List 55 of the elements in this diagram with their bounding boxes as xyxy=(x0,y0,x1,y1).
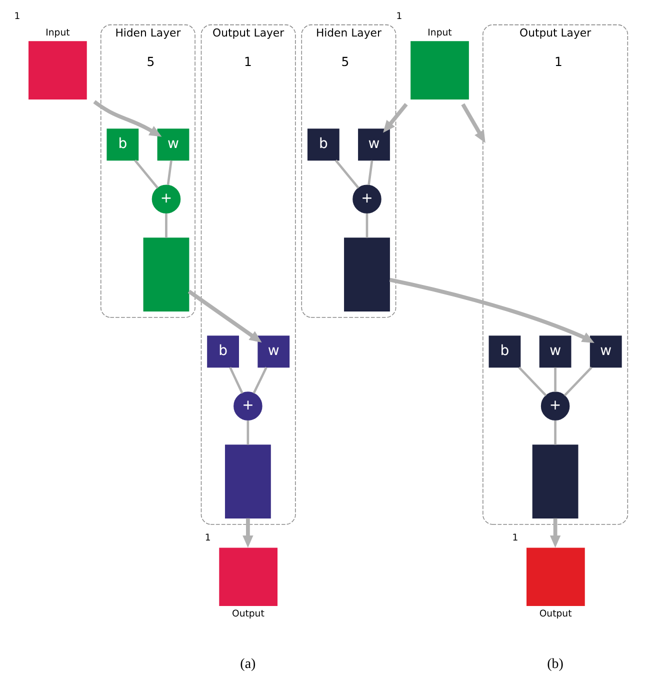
arrow xyxy=(389,278,594,343)
node-box: b xyxy=(488,336,521,368)
node-box: b xyxy=(106,128,139,161)
node-box: b xyxy=(207,336,239,368)
node-label: 1 xyxy=(204,532,211,544)
arrow xyxy=(550,518,561,548)
node-label: 1 xyxy=(244,54,252,69)
connector xyxy=(334,160,360,189)
connector xyxy=(366,213,368,238)
label: (b) xyxy=(547,656,564,672)
node-box xyxy=(532,444,578,519)
node-circle: + xyxy=(152,184,181,214)
node-box: w xyxy=(157,128,190,161)
arrow xyxy=(93,100,162,137)
node-label: 5 xyxy=(146,54,155,69)
connector xyxy=(134,160,159,189)
connector xyxy=(165,213,168,238)
arrow xyxy=(242,518,254,548)
arrow xyxy=(383,103,408,133)
node-box xyxy=(344,238,390,312)
node-box: w xyxy=(358,128,390,161)
connector xyxy=(554,367,556,392)
node-label: Input xyxy=(46,27,70,38)
connector xyxy=(518,366,547,396)
connector xyxy=(554,420,556,445)
arrow xyxy=(461,103,486,144)
node-label: 1 xyxy=(14,11,20,22)
node-box: w xyxy=(539,336,572,368)
node-box: w xyxy=(590,336,622,368)
node-box xyxy=(526,548,585,606)
node-box xyxy=(219,548,278,606)
node-box xyxy=(410,41,469,100)
node-box xyxy=(28,41,87,100)
connector xyxy=(368,160,374,186)
node-label: 1 xyxy=(396,11,402,22)
node-box xyxy=(224,444,271,519)
node-label: 1 xyxy=(512,532,518,544)
connector xyxy=(246,420,250,445)
label: (a) xyxy=(240,656,256,672)
connector xyxy=(166,160,172,186)
connector xyxy=(564,366,592,396)
node-label: 5 xyxy=(341,54,350,69)
node-label: 1 xyxy=(554,54,562,69)
node-label: Output xyxy=(232,608,264,620)
node-box xyxy=(143,238,190,312)
node-circle: + xyxy=(234,392,262,420)
arrow xyxy=(188,290,262,343)
connector xyxy=(229,366,244,394)
node-circle: + xyxy=(352,184,382,214)
node-box: b xyxy=(307,128,340,161)
connector xyxy=(252,366,268,394)
node-circle: + xyxy=(540,392,570,420)
node-label: Input xyxy=(428,27,452,38)
node-box: w xyxy=(258,336,290,368)
node-label: Output xyxy=(539,608,572,620)
